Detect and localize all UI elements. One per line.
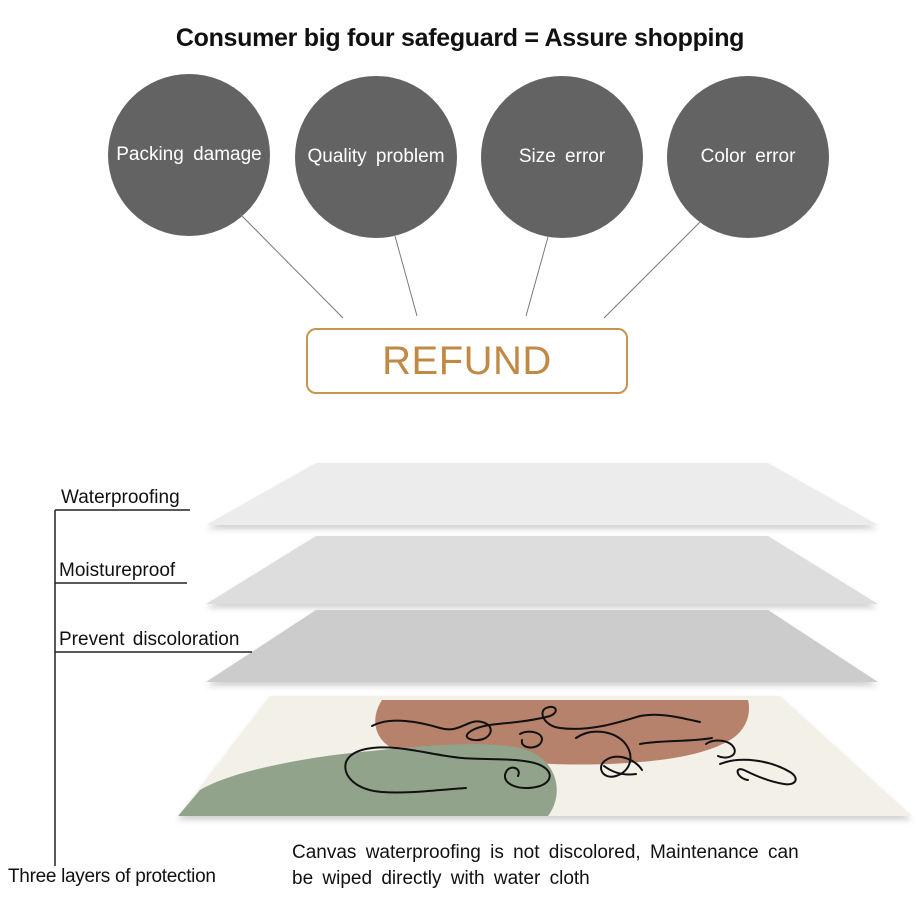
- safeguard-label: Packing damage: [116, 144, 262, 165]
- safeguard-label: Quality problem: [307, 146, 445, 167]
- layer-label-discoloration: Prevent discoloration: [59, 629, 240, 650]
- safeguard-label: Size error: [518, 146, 606, 167]
- safeguard-packing-damage: Packing damage: [108, 74, 270, 236]
- connector-lines: [239, 213, 701, 319]
- label-bracket: [54, 509, 252, 866]
- product-description: Canvas waterproofing is not discolored, …: [292, 842, 799, 889]
- page-title: Consumer big four safeguard = Assure sho…: [175, 24, 745, 52]
- layer-label-waterproofing: Waterproofing: [61, 487, 180, 508]
- connector-line: [239, 213, 344, 319]
- connector-line: [603, 221, 701, 319]
- safeguard-size-error: Size error: [481, 76, 643, 238]
- layer-moistureproof-sheet: [206, 536, 878, 604]
- connector-line: [525, 236, 549, 317]
- safeguard-label: Color error: [700, 146, 796, 167]
- safeguard-color-error: Color error: [667, 76, 829, 238]
- layer-waterproofing-sheet: [206, 463, 878, 525]
- canvas-artwork: [178, 696, 912, 816]
- layer-discoloration-sheet: [206, 610, 878, 682]
- connector-line: [394, 235, 418, 317]
- layer-label-moistureproof: Moistureproof: [59, 560, 176, 581]
- refund-label: REFUND: [382, 338, 552, 383]
- safeguard-quality-problem: Quality problem: [295, 76, 457, 238]
- refund-box: REFUND: [306, 328, 628, 394]
- protection-label: Three layers of protection: [8, 866, 216, 887]
